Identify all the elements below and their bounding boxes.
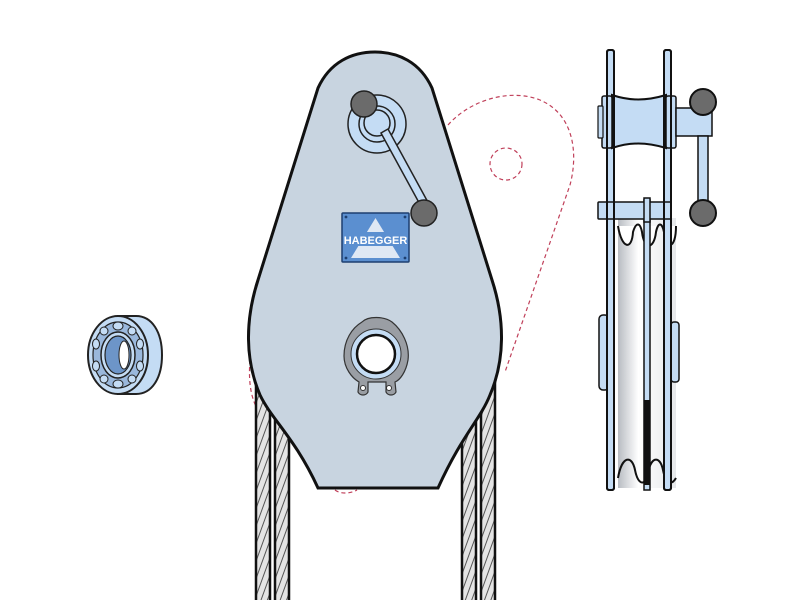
- cam-inner-ring: [363, 109, 391, 137]
- knob-top-icon: [350, 90, 378, 118]
- knob-bottom-icon: [410, 199, 438, 227]
- logo-text: HABEGGER: [344, 235, 408, 247]
- rope-left-outer: [254, 378, 272, 600]
- pulley-side-view: [597, 49, 717, 491]
- side-knob-top-icon: [689, 88, 717, 116]
- ball-bearing: [87, 315, 164, 395]
- side-knob-bottom-icon: [689, 199, 717, 227]
- bearing-bore: [118, 340, 130, 370]
- axle-hole: [355, 333, 397, 375]
- brand-logo: HABEGGER: [341, 212, 410, 263]
- cam-lever[interactable]: [347, 90, 438, 227]
- side-plate: [247, 50, 503, 490]
- swing-plate-hole-outline: [489, 147, 523, 181]
- swing-plate-outline: [248, 94, 575, 494]
- bearing-balls: [92, 321, 144, 389]
- rope-right-outer: [479, 378, 497, 600]
- axle-retaining-ring: [343, 316, 409, 396]
